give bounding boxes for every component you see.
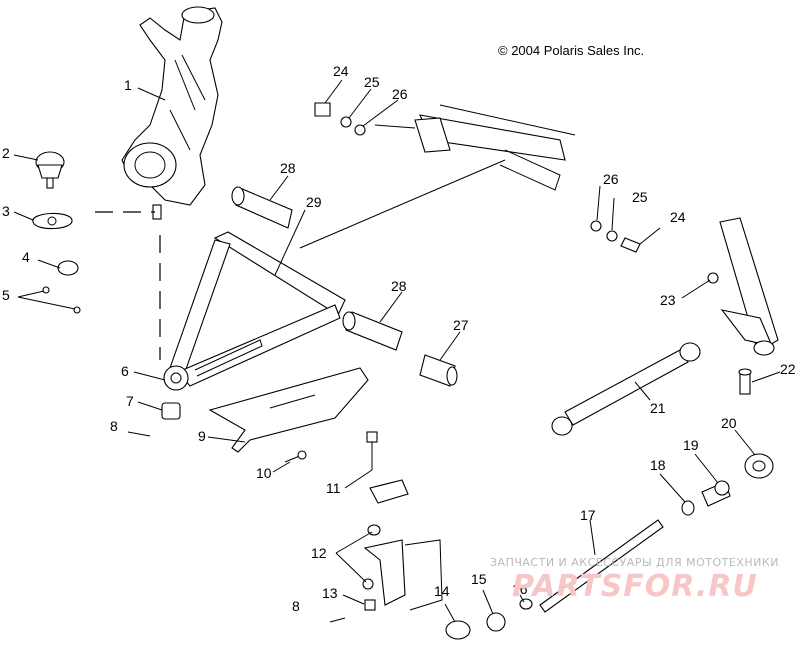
callout-12: 12 [311, 545, 327, 561]
callout-25-top: 25 [364, 74, 380, 90]
callout-16: 16 [512, 581, 528, 597]
jam-nut [681, 500, 695, 516]
callout-11: 11 [326, 480, 341, 496]
watermark-tagline: ЗАПЧАСТИ И АКСЕССУАРЫ ДЛЯ МОТОТЕХНИКИ [490, 556, 779, 569]
callout-20: 20 [721, 415, 737, 431]
callout-13: 13 [322, 585, 338, 601]
copyright-text: © 2004 Polaris Sales Inc. [498, 43, 644, 58]
callout-1: 1 [124, 77, 132, 93]
pivot-bolt-right [738, 368, 752, 395]
callout-18: 18 [650, 457, 666, 473]
tie-rod-end-inner [445, 598, 533, 640]
retaining-plate [32, 212, 73, 230]
callout-22: 22 [780, 361, 796, 377]
shock-absorber [551, 342, 701, 436]
callout-8-upper: 8 [110, 418, 118, 434]
callout-7: 7 [126, 393, 134, 409]
steering-knuckle [121, 6, 223, 220]
callout-6: 6 [121, 363, 129, 379]
callout-5: 5 [2, 287, 10, 303]
callout-24-top: 24 [333, 63, 349, 79]
ball-joint [35, 151, 65, 189]
callout-28-upper: 28 [280, 160, 296, 176]
pivot-tube-lower [342, 311, 403, 351]
leader-lines [13, 79, 781, 623]
skid-plate [208, 367, 369, 453]
tie-rod-end-outer [701, 453, 774, 507]
dust-cap [57, 260, 79, 276]
frame-upright [719, 217, 779, 356]
hardware-top [314, 102, 366, 136]
watermark: ЗАПЧАСТИ И АКСЕССУАРЫ ДЛЯ МОТОТЕХНИКИ PA… [490, 556, 779, 604]
cotter-pins [17, 286, 81, 314]
callout-29: 29 [306, 194, 322, 210]
callout-3: 3 [2, 203, 10, 219]
callout-26-top: 26 [392, 86, 408, 102]
callout-2: 2 [2, 145, 10, 161]
steering-arm-bracket [329, 524, 443, 623]
callout-17: 17 [580, 507, 596, 523]
a-arm [163, 231, 346, 391]
pivot-bolt-nut [127, 402, 307, 463]
callout-4: 4 [22, 249, 30, 265]
callout-26-right: 26 [603, 171, 619, 187]
callout-9: 9 [198, 428, 206, 444]
callout-8-lower: 8 [292, 598, 300, 614]
callout-10: 10 [256, 465, 272, 481]
callout-28-lower: 28 [391, 278, 407, 294]
callout-21: 21 [650, 400, 666, 416]
bushing [419, 354, 458, 387]
hardware-right [590, 220, 719, 284]
callout-24-right: 24 [670, 209, 686, 225]
callout-14: 14 [434, 583, 450, 599]
frame-tube [299, 104, 576, 249]
callout-23: 23 [660, 292, 676, 308]
callout-15: 15 [471, 571, 487, 587]
watermark-logo: PARTSFOR.RU [512, 569, 758, 604]
callout-19: 19 [683, 437, 699, 453]
mounting-bolt [366, 431, 409, 504]
callout-labels: 1 2 3 4 5 6 7 8 9 10 11 12 13 8 14 15 16… [2, 63, 796, 614]
tie-rod [539, 519, 664, 613]
callout-25-right: 25 [632, 189, 648, 205]
pivot-tube-upper [231, 186, 293, 229]
callout-27: 27 [453, 317, 469, 333]
